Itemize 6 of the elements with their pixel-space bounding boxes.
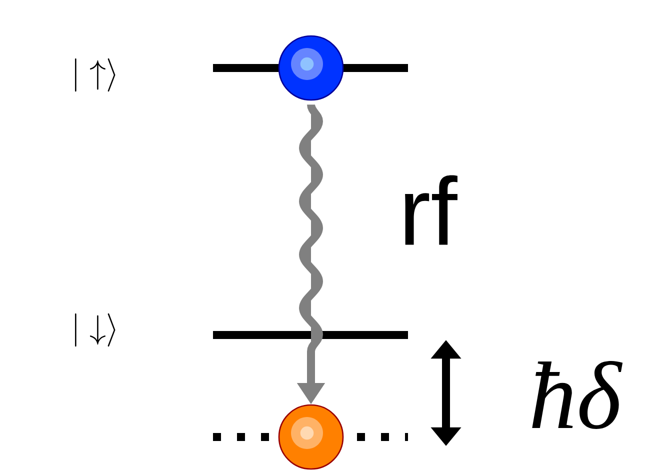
state-label: $|\downarrow\rangle$ (75, 313, 116, 347)
ball (278, 35, 344, 101)
edge-label: rf (405, 175, 458, 245)
ball (278, 404, 344, 470)
state-label: $|\uparrow\rangle$ (75, 58, 116, 92)
energy-label: ħδ (532, 360, 623, 429)
